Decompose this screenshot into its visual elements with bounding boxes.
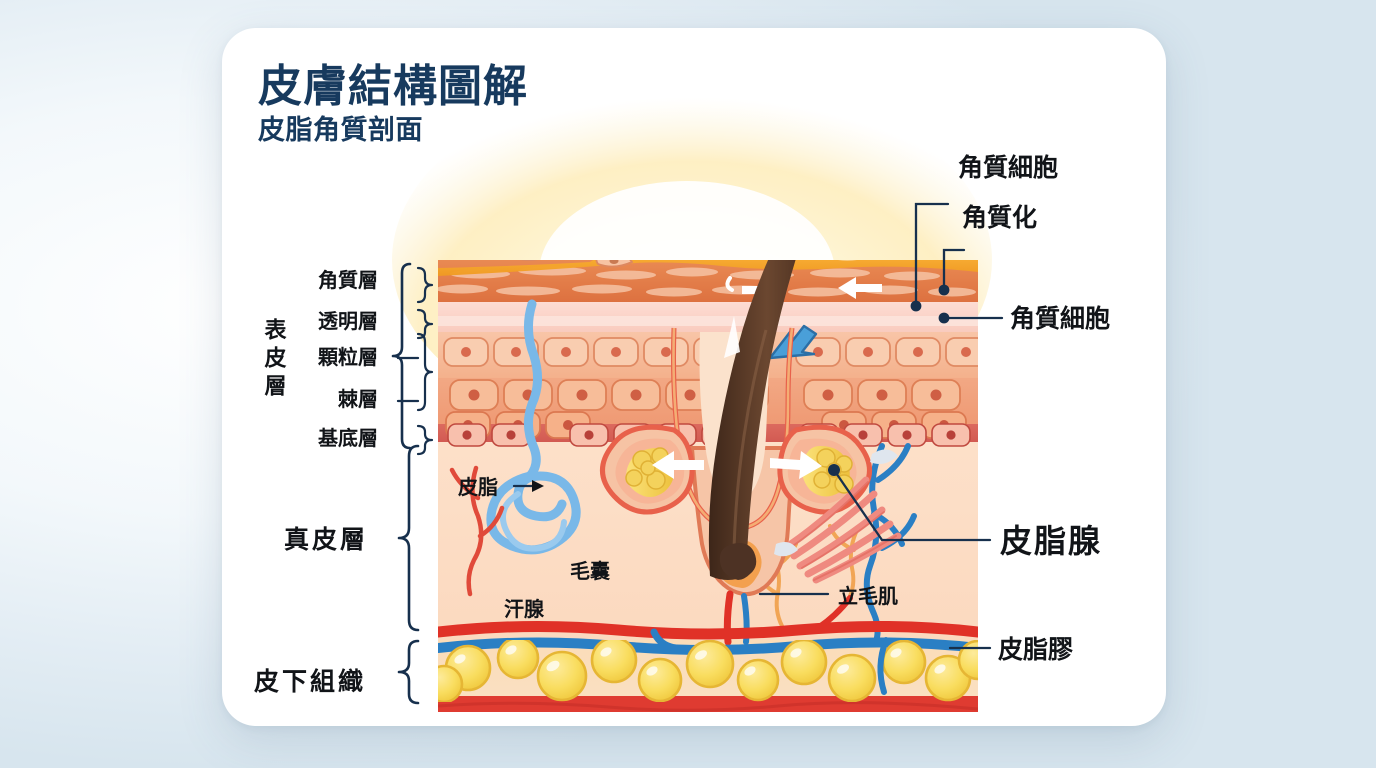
hypodermis-group-label: 皮下組織 [254, 667, 366, 696]
granulosum-spinosum-brace [416, 332, 434, 412]
sebaceous-gland-dot [828, 464, 840, 476]
page-subtitle: 皮脂角質剖面 [258, 115, 423, 145]
skin-cross-section-illustration: 表皮層 角質層 透明層 顆粒層 棘層 基底層 真皮層 皮下組織 皮脂 [254, 75, 1110, 712]
corneocyte-upper-leader [914, 202, 950, 308]
keratinization-leader [942, 248, 966, 292]
arrector-label: 立毛肌 [838, 584, 898, 608]
layer-label-lucidum: 透明層 [318, 310, 378, 333]
dermis-brace [397, 444, 420, 632]
sebum-arrowhead [532, 480, 544, 492]
corneocyte-upper-dot [910, 300, 922, 312]
follicle-label: 毛囊 [570, 559, 610, 583]
keratinization-dot [938, 284, 950, 296]
callout-label-sebum-gel: 皮脂膠 [998, 636, 1073, 664]
layer-label-corneum: 角質層 [318, 268, 378, 292]
epidermis-brace [391, 262, 412, 450]
hypodermis-brace [397, 639, 420, 705]
corneum-brace [416, 266, 434, 304]
sebum-label: 皮脂 [458, 475, 498, 499]
basale-brace [416, 424, 434, 456]
sebaceous-gland-leader [832, 468, 992, 542]
layer-label-granulosum: 顆粒層 [318, 345, 378, 369]
diagram-card: 皮膚結構圖解 皮脂角質剖面 [222, 28, 1166, 726]
dermis-group-label: 真皮層 [284, 526, 368, 554]
lucidum-brace [416, 308, 434, 340]
sweat-gland-label: 汗腺 [504, 597, 545, 621]
callout-label-keratinization: 角質化 [962, 204, 1037, 232]
callout-label-corneocyte-upper: 角質細胞 [958, 154, 1058, 182]
layer-label-basale: 基底層 [318, 426, 378, 450]
epidermis-group-label: 表皮層 [262, 318, 287, 402]
callout-label-sebaceous-gland: 皮脂腺 [1000, 523, 1102, 559]
diagram-stage: 皮膚結構圖解 皮脂角質剖面 [222, 28, 1166, 726]
layer-label-spinosum: 棘層 [338, 387, 378, 411]
corneocyte-lower-dot [938, 312, 950, 324]
callout-label-corneocyte-lower: 角質細胞 [1010, 305, 1110, 333]
page-title: 皮膚結構圖解 [258, 62, 528, 111]
